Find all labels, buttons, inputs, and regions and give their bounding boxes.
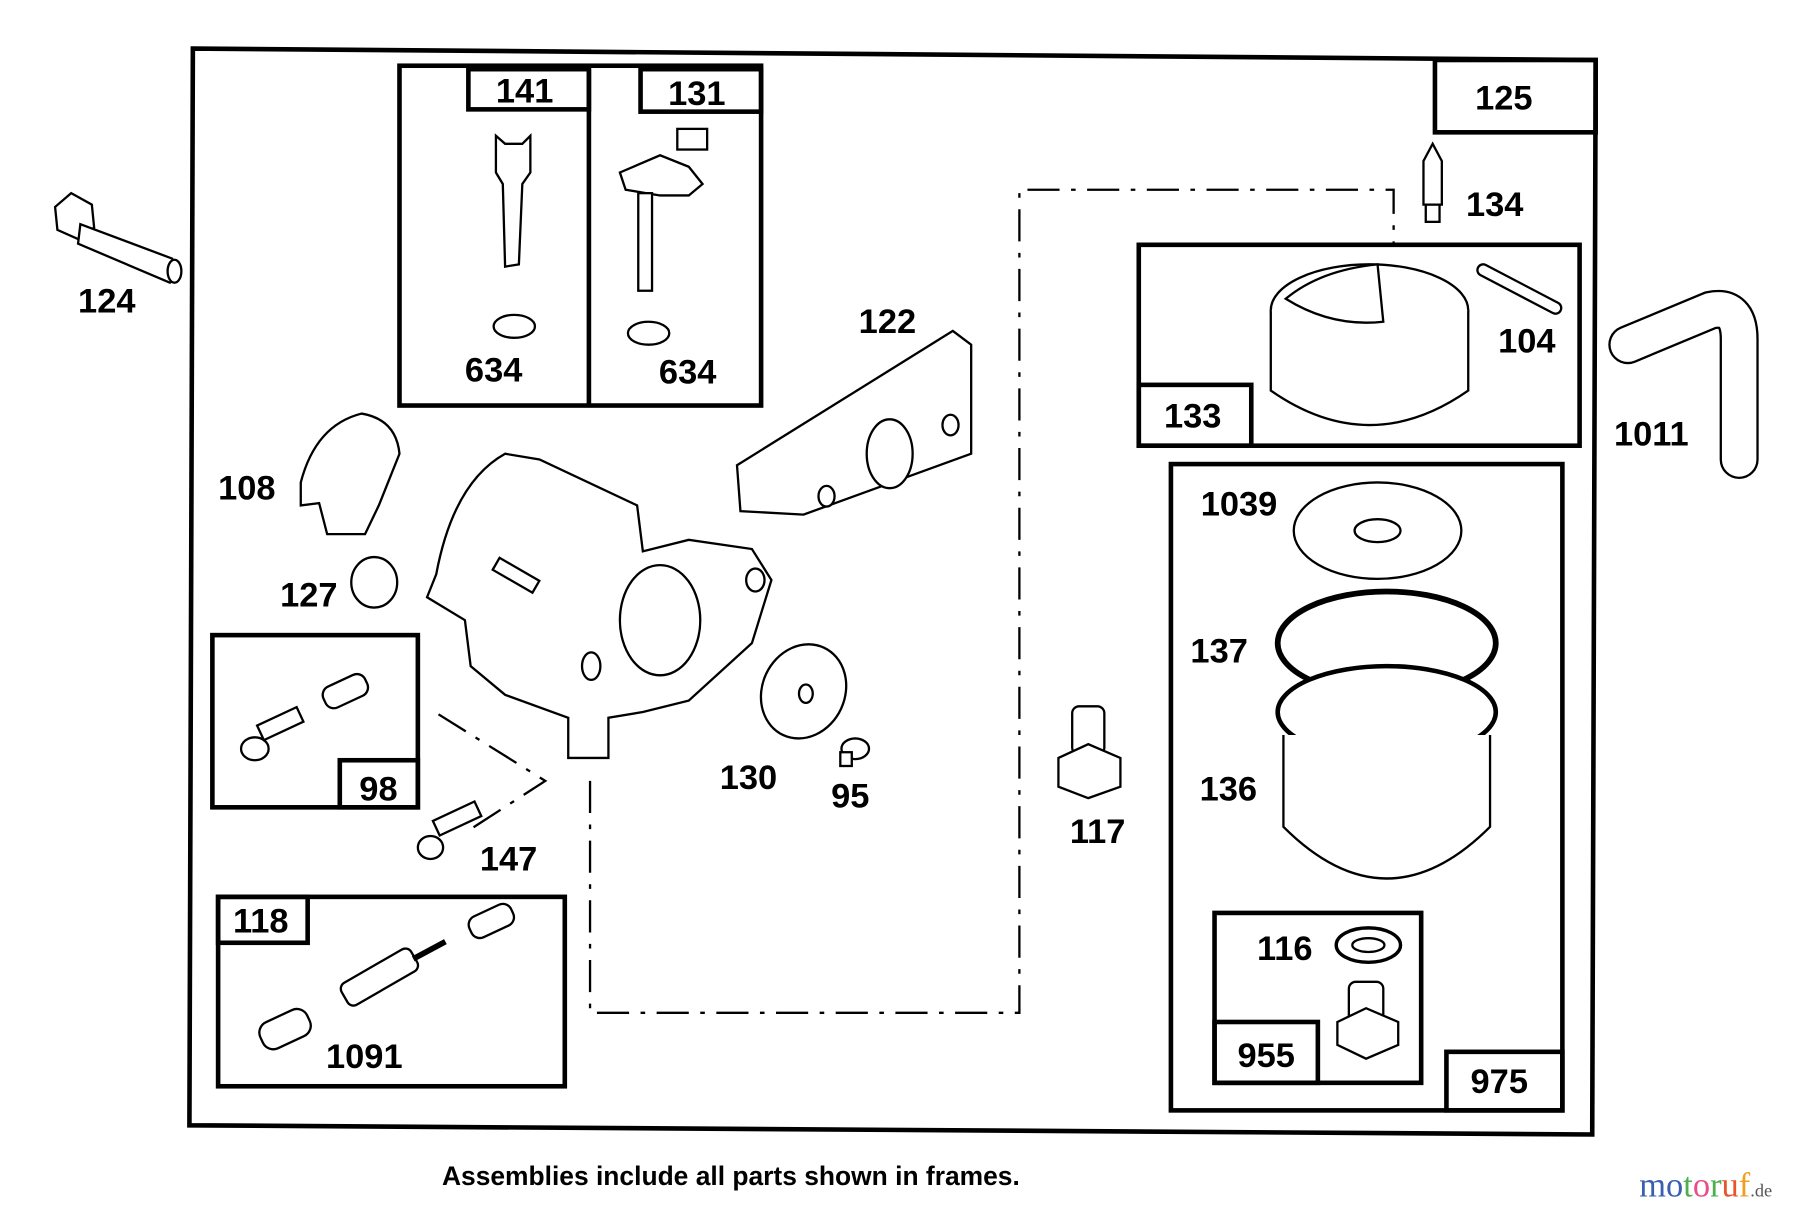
watermark-logo: motoruf.de <box>1639 1166 1772 1204</box>
diaphragm-130-icon <box>759 643 848 740</box>
label-130: 130 <box>720 759 777 797</box>
label-box-98 <box>337 757 421 810</box>
label-634b: 634 <box>659 354 716 392</box>
needle-1091-icon <box>258 902 516 1051</box>
bolt-124-icon <box>53 191 183 285</box>
label-975: 975 <box>1471 1063 1528 1101</box>
shaft-141-icon <box>492 132 537 339</box>
label-134: 134 <box>1466 186 1523 224</box>
frame-118 <box>215 894 568 1089</box>
plug-955-icon <box>1336 980 1400 1060</box>
bowl-136-icon <box>1275 663 1499 880</box>
tube-1011-fill <box>1610 292 1757 477</box>
label-133: 133 <box>1164 397 1221 435</box>
label-127: 127 <box>280 576 337 614</box>
screw-95-icon <box>839 737 871 768</box>
label-108: 108 <box>218 470 275 508</box>
label-98: 98 <box>359 770 397 808</box>
label-box-118 <box>215 894 310 946</box>
label-box-131 <box>638 66 764 114</box>
leader-line-147 <box>437 713 548 831</box>
label-box-955 <box>1212 1019 1321 1086</box>
label-125: 125 <box>1475 79 1532 117</box>
label-104: 104 <box>1498 323 1555 361</box>
plug-127-icon <box>350 555 399 609</box>
label-955: 955 <box>1238 1037 1295 1075</box>
carburetor-body-icon <box>425 452 773 760</box>
label-box-141 <box>466 66 592 112</box>
label-137: 137 <box>1190 633 1247 671</box>
label-118: 118 <box>233 902 289 940</box>
label-122: 122 <box>859 303 916 341</box>
label-box-975 <box>1444 1049 1565 1113</box>
label-95: 95 <box>831 777 869 815</box>
shaft-131-icon <box>618 127 709 346</box>
plate-108-icon <box>299 412 401 536</box>
label-box-125 <box>1432 57 1598 135</box>
leader-line-117 <box>588 188 1395 1014</box>
label-1091: 1091 <box>326 1038 403 1076</box>
screw-spring-98-icon <box>239 672 370 762</box>
screw-147-icon <box>416 800 483 861</box>
gasket-1039-icon <box>1292 481 1463 581</box>
frame-98 <box>210 632 421 810</box>
float-133-icon <box>1269 263 1470 427</box>
label-117: 117 <box>1070 813 1126 851</box>
label-131: 131 <box>668 75 725 113</box>
label-136: 136 <box>1200 770 1257 808</box>
label-1039: 1039 <box>1201 486 1278 524</box>
label-147: 147 <box>480 840 537 878</box>
fitting-117-icon <box>1057 705 1122 800</box>
label-124: 124 <box>78 283 135 321</box>
washer-116-icon <box>1334 926 1403 965</box>
frame-975 <box>1168 461 1565 1113</box>
needle-134-icon <box>1422 141 1443 224</box>
label-141: 141 <box>496 72 553 110</box>
outer-frame <box>187 46 1598 1137</box>
label-634a: 634 <box>465 351 522 389</box>
label-116: 116 <box>1257 930 1313 968</box>
gasket-122-icon <box>735 329 973 516</box>
caption: Assemblies include all parts shown in fr… <box>442 1161 1020 1191</box>
frame-141-131 <box>397 63 764 408</box>
frame-133 <box>1136 242 1582 449</box>
label-1011: 1011 <box>1614 416 1689 454</box>
label-box-133 <box>1136 382 1254 449</box>
pin-104-fill <box>1478 265 1561 313</box>
